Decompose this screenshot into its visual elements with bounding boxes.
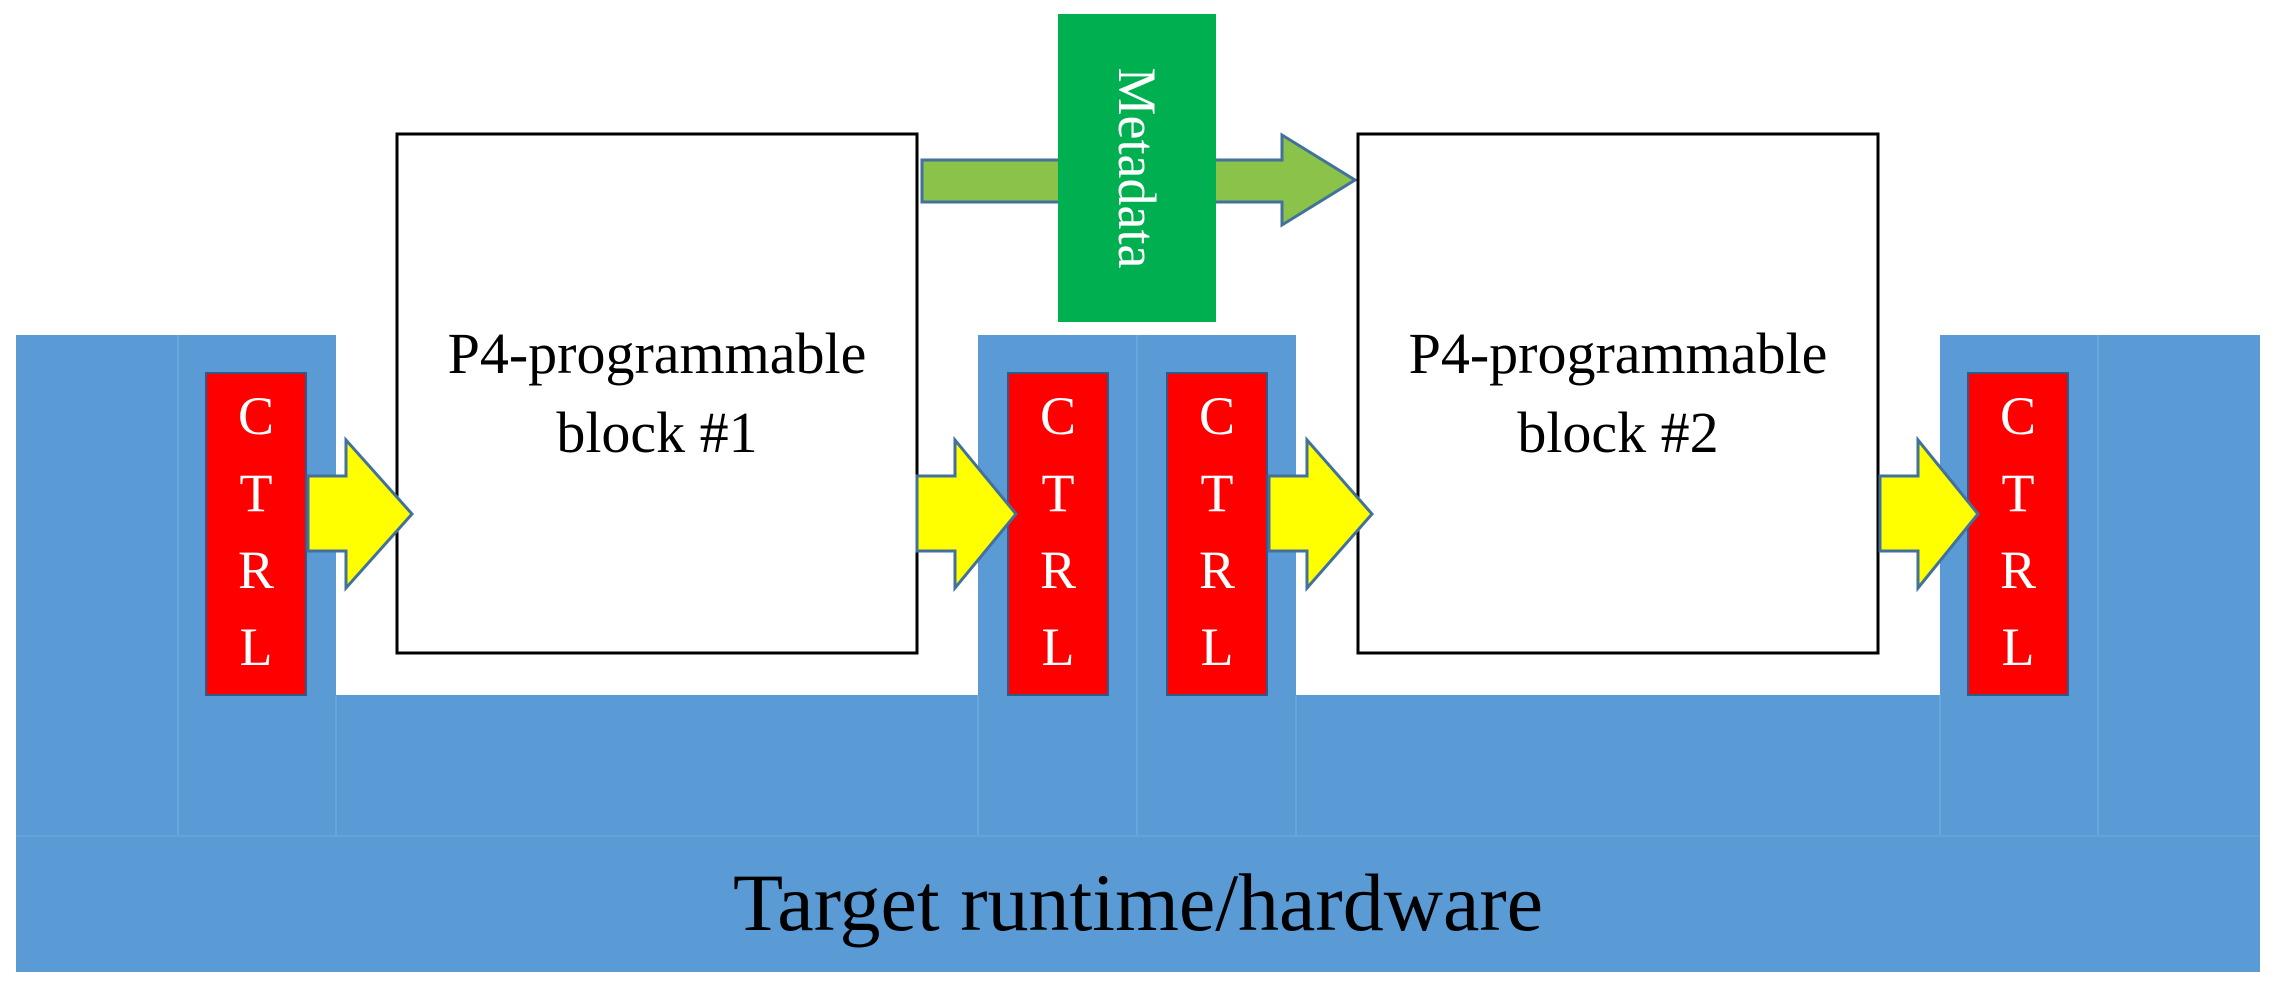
p4-block-2-label-line2: block #2: [1517, 400, 1718, 465]
ctrl-2-letter-c: C: [1040, 386, 1076, 446]
p4-block-1: [395, 132, 919, 655]
ctrl-box-2: C T R L: [1007, 372, 1109, 696]
flow-arrow-block1-to-ctrl2: [915, 435, 1018, 593]
ctrl-4-letter-r: R: [2000, 540, 2036, 600]
ctrl-1-letter-c: C: [238, 386, 274, 446]
p4-block-2-label-line1: P4-programmable: [1409, 321, 1828, 386]
metadata-box: [1058, 14, 1216, 322]
p4-block-2: [1356, 132, 1880, 655]
metadata-label: Metadata: [1107, 68, 1167, 269]
ctrl-4-letter-c: C: [2000, 386, 2036, 446]
ctrl-2-letter-r: R: [1040, 540, 1076, 600]
ctrl-box-1: C T R L: [205, 372, 307, 696]
ctrl-3-letter-t: T: [1201, 463, 1234, 523]
ctrl-3-letter-r: R: [1199, 540, 1235, 600]
ctrl-3-letter-c: C: [1199, 386, 1235, 446]
flow-arrow-ctrl3-to-block2: [1267, 436, 1374, 592]
ctrl-2-letter-l: L: [1042, 617, 1075, 677]
p4-block-1-label-line1: P4-programmable: [448, 321, 867, 386]
p4-block-1-label-line2: block #1: [556, 400, 757, 465]
ctrl-box-4: C T R L: [1967, 372, 2069, 696]
ctrl-2-letter-t: T: [1042, 463, 1075, 523]
target-runtime-hardware-label: Target runtime/hardware: [733, 857, 1543, 948]
flow-arrow-block2-to-ctrl4: [1878, 435, 1980, 593]
ctrl-3-letter-l: L: [1201, 617, 1234, 677]
runtime-section-dividers: [16, 335, 2260, 837]
ctrl-box-3: C T R L: [1166, 372, 1268, 696]
ctrl-1-letter-t: T: [240, 463, 273, 523]
ctrl-4-letter-l: L: [2002, 617, 2035, 677]
ctrl-1-letter-r: R: [238, 540, 274, 600]
ctrl-1-letter-l: L: [240, 617, 273, 677]
ctrl-4-letter-t: T: [2002, 463, 2035, 523]
flow-arrow-ctrl1-to-block1: [306, 436, 415, 592]
